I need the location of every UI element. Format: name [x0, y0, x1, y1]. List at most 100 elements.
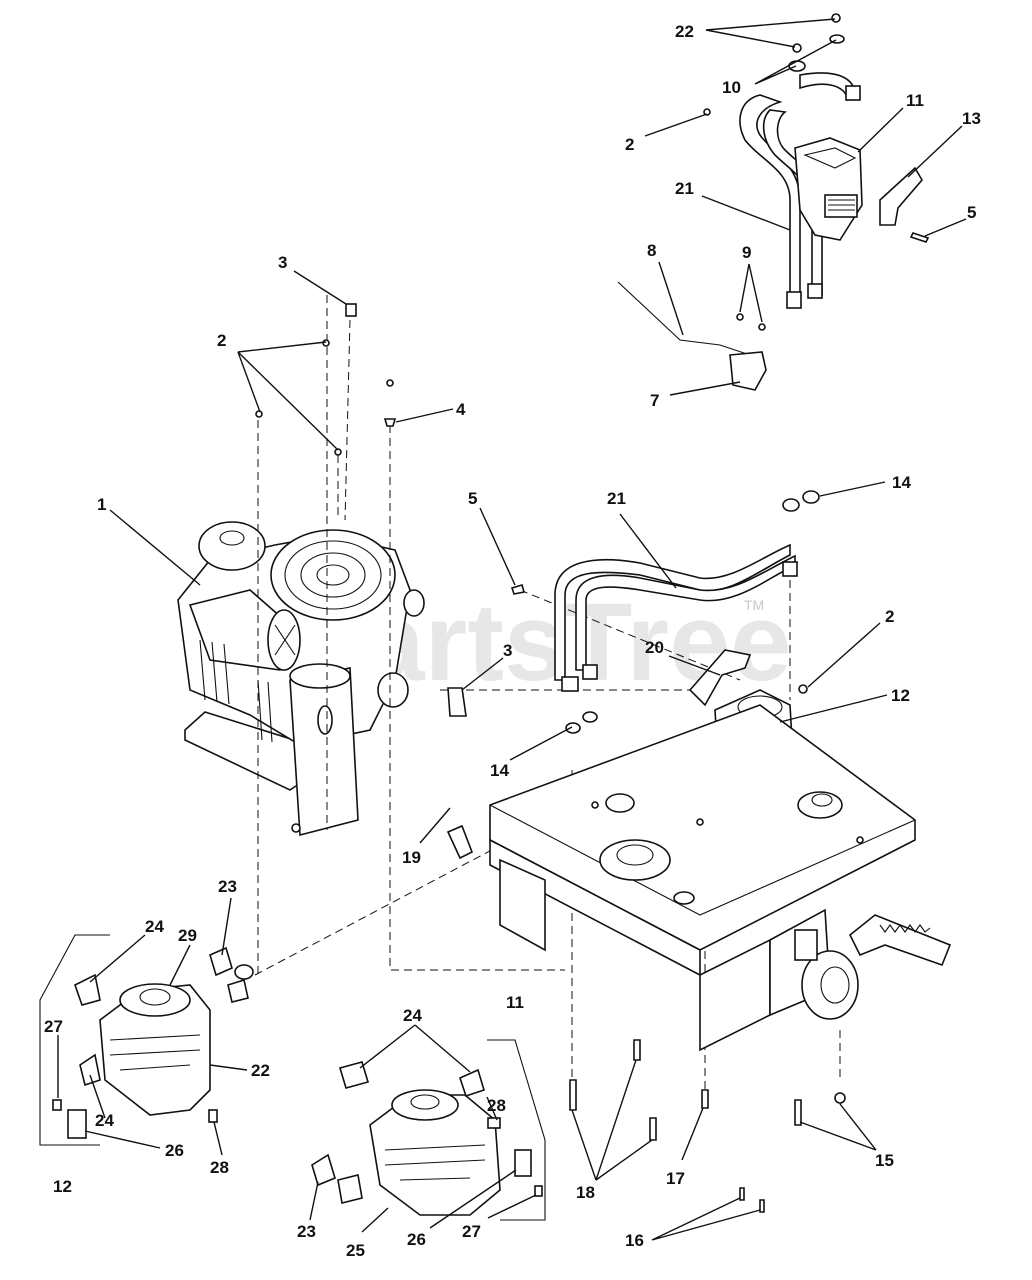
motor-block — [794, 929, 818, 961]
bolt-15 — [794, 1099, 802, 1126]
callout-label: 8 — [647, 241, 656, 260]
bottom-hardware — [569, 1039, 846, 1213]
callout-label: 20 — [645, 638, 664, 657]
callout-label: 1 — [97, 495, 106, 514]
pulley-hole — [797, 791, 843, 819]
callout-label: 22 — [675, 22, 694, 41]
pin-27 — [52, 1099, 62, 1111]
group-bracket-11 — [487, 1039, 546, 1221]
frame-bolt — [696, 818, 704, 826]
nut-2 — [334, 448, 342, 456]
nut-9 — [758, 323, 766, 331]
hose-21-lower — [554, 543, 791, 681]
pin-27 — [534, 1185, 543, 1197]
flywheel-screen — [270, 529, 396, 621]
air-cleaner-cover — [198, 521, 266, 571]
nut-2 — [322, 339, 330, 347]
oil-cap — [403, 589, 425, 617]
leader-lines — [57, 18, 967, 1241]
callout-label: 11 — [506, 993, 524, 1012]
muffler-port — [317, 705, 333, 735]
pump-detail — [384, 1144, 486, 1181]
control-rod-8 — [617, 281, 751, 356]
callout-label: 21 — [675, 179, 694, 198]
watermark-trademark: TM — [744, 597, 764, 613]
callout-label: 29 — [178, 926, 197, 945]
callout-label: 27 — [462, 1222, 481, 1241]
callout-label: 26 — [407, 1230, 426, 1249]
callout-label: 19 — [402, 848, 421, 867]
pump-assembly-upper — [617, 13, 930, 391]
linkage-7 — [729, 351, 767, 391]
chassis-frame — [489, 704, 952, 1052]
canister-end — [267, 609, 301, 671]
oil-filter — [377, 672, 409, 708]
frame-side — [699, 938, 771, 1052]
fitting-23 — [311, 1153, 336, 1187]
bolt-5 — [510, 584, 526, 595]
engine-assembly — [177, 521, 425, 837]
pump-12-detail — [39, 934, 254, 1146]
callout-label: 2 — [217, 331, 226, 350]
callout-label: 21 — [607, 489, 626, 508]
pump-cap-11 — [391, 1089, 459, 1121]
frame-bolt — [591, 801, 599, 809]
frame-bolt — [856, 836, 864, 844]
pump-11-detail — [311, 1039, 546, 1221]
callout-labels: 22 10 11 13 2 21 5 8 9 7 3 2 4 1 5 21 14… — [44, 22, 981, 1260]
bolt-5 — [909, 232, 930, 243]
bolt-18 — [569, 1079, 577, 1111]
callout-label: 2 — [885, 607, 894, 626]
cooling-fins — [257, 679, 273, 743]
pulley-hole — [599, 839, 671, 881]
nut-22 — [831, 13, 841, 23]
fitting-23 — [234, 964, 254, 980]
fitting-24 — [338, 1061, 370, 1089]
callout-label: 12 — [53, 1177, 72, 1196]
callout-label: 25 — [346, 1241, 365, 1260]
fitting-24 — [459, 1068, 485, 1098]
hose-fitting — [582, 664, 598, 680]
fitting-19 — [446, 824, 474, 860]
nut-2 — [798, 684, 808, 694]
callout-label: 11 — [906, 91, 924, 110]
frame-hole — [673, 891, 695, 905]
callout-label: 4 — [456, 400, 466, 419]
pump-block — [824, 194, 858, 218]
nut-15 — [834, 1092, 846, 1104]
fitting-23 — [337, 1174, 363, 1204]
frame-deck — [489, 704, 916, 951]
bolt-head — [291, 823, 301, 833]
bracket-20 — [688, 649, 752, 707]
pump-cap-29 — [119, 983, 191, 1017]
bolt-18 — [633, 1039, 641, 1061]
bracket-3 — [447, 687, 467, 717]
nut-2 — [386, 379, 394, 387]
hose-fitting — [782, 561, 798, 577]
callout-label: 17 — [666, 1169, 685, 1188]
pin-28 — [487, 1117, 501, 1129]
fitting-23 — [227, 978, 249, 1003]
bolt-4 — [383, 418, 397, 427]
frame-leg-left — [499, 858, 546, 952]
fitting-24 — [74, 973, 101, 1006]
pulley-hub — [616, 844, 654, 866]
bolt-17 — [701, 1089, 709, 1109]
hose-fitting — [561, 676, 579, 692]
engine-hardware — [255, 303, 526, 860]
muffler-top — [289, 663, 351, 689]
hose-fitting — [845, 85, 861, 101]
callout-label: 9 — [742, 243, 751, 262]
pump-cap-11-inner — [410, 1094, 440, 1110]
frame-hole — [605, 793, 635, 813]
pump-body — [794, 137, 863, 241]
spacer-3 — [345, 303, 357, 317]
pulley-hub — [811, 793, 833, 807]
bracket-13 — [879, 166, 923, 226]
fitting-24 — [79, 1053, 101, 1087]
screen-ring — [300, 552, 366, 598]
muffler — [289, 667, 359, 837]
callout-label: 3 — [278, 253, 287, 272]
callout-label: 24 — [145, 917, 164, 936]
